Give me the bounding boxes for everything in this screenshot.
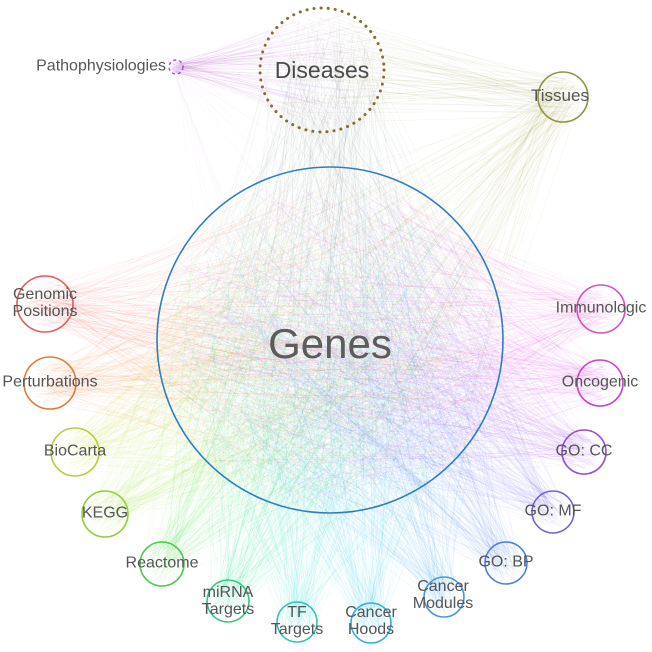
node-immunologic[interactable] [576, 284, 626, 334]
node-kegg[interactable] [81, 490, 129, 538]
node-pathophysiologies[interactable] [168, 59, 184, 75]
node-cancer-modules[interactable] [423, 576, 465, 618]
node-go-mf[interactable] [531, 490, 575, 534]
node-biocarta[interactable] [50, 427, 100, 477]
node-cancer-hoods[interactable] [350, 602, 392, 644]
node-diseases[interactable] [258, 6, 386, 134]
node-oncogenic[interactable] [576, 359, 624, 407]
node-genes[interactable] [156, 166, 504, 514]
node-genomic-positions[interactable] [16, 275, 74, 333]
edge-bundles [23, 13, 621, 640]
node-tf-targets[interactable] [276, 601, 318, 643]
node-go-cc[interactable] [561, 429, 607, 475]
node-go-bp[interactable] [484, 541, 528, 585]
node-mirna-targets[interactable] [206, 579, 250, 623]
node-perturbations[interactable] [23, 356, 77, 410]
node-tissues[interactable] [537, 71, 589, 123]
node-reactome[interactable] [139, 541, 185, 587]
